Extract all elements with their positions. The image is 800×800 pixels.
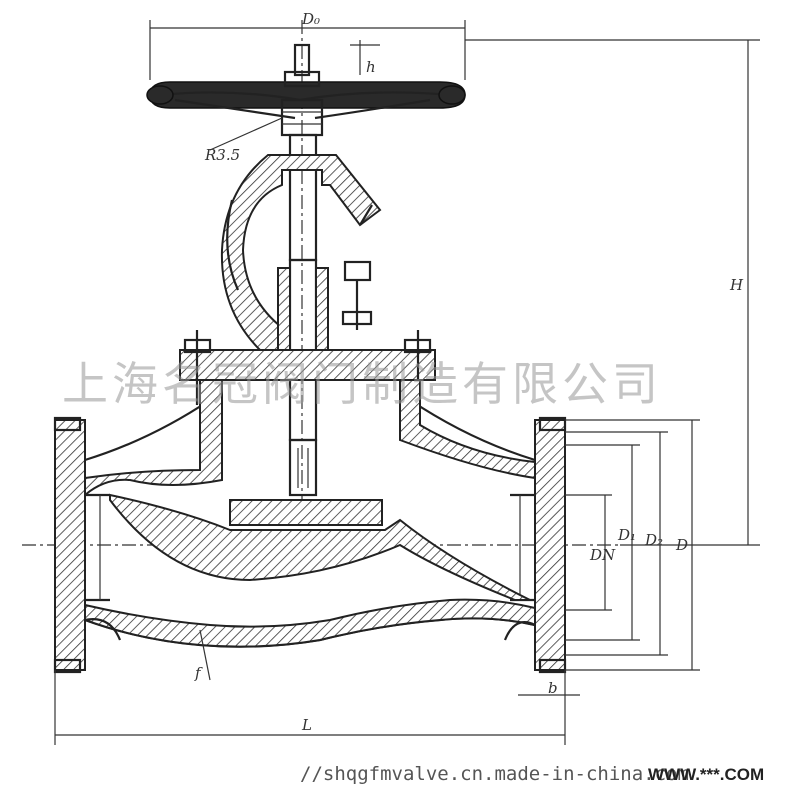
dim-label-dn: DN [589,546,616,564]
bonnet-flange [179,330,436,405]
company-watermark: 上海名冠阀门制造有限公司 [62,357,662,411]
url-watermark: //shqgfmvalve.cn.made-in-china.com [300,763,689,785]
valve-body [53,379,567,674]
dim-label-d: D [675,536,688,554]
site-overlay-text: WWW.***.COM [648,765,765,784]
dim-label-d2: D₂ [644,531,663,549]
dim-label-h: h [366,58,376,76]
dim-label-d1: D₁ [617,526,636,544]
dim-label-b: b [548,679,558,697]
gland [277,260,373,359]
dimensions [54,20,760,745]
valve-stem-upper [288,133,318,262]
dim-label-height: H [729,276,744,294]
dim-label-d0: D₀ [301,10,320,28]
dim-label-f: f [194,664,203,682]
dim-label-length: L [301,716,312,734]
dim-label-r35: R3.5 [204,146,240,164]
valve-disc [229,438,383,526]
